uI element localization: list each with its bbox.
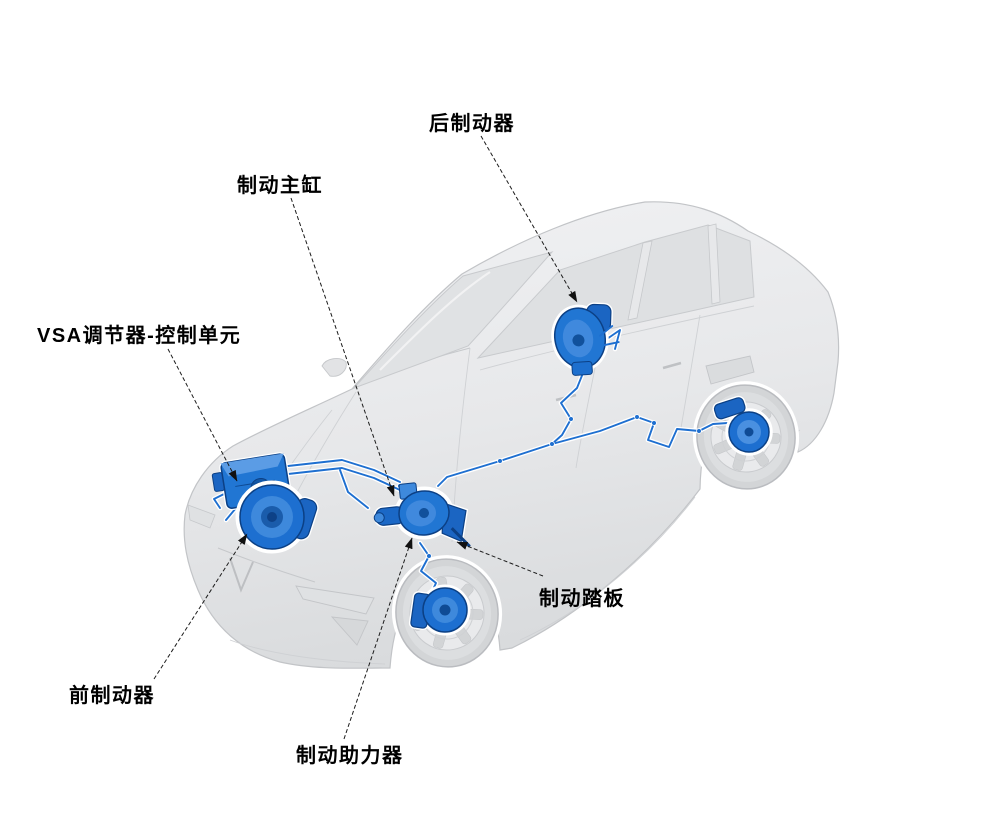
left-headlight [187,504,216,529]
front-brake-component [235,480,319,554]
headlight [295,585,375,615]
leader-front-brake [153,533,248,680]
label-vsa-modulator-control-unit: VSA调节器-控制单元 [37,325,242,347]
label-master-cylinder: 制动主缸 [237,175,323,197]
pipe-joints [397,414,702,559]
b-pillar [627,240,653,321]
label-front-brake: 前制动器 [69,685,155,707]
glasshouse [321,223,755,389]
taillight [705,355,755,385]
label-brake-booster: 制动助力器 [296,745,404,767]
leader-lines [153,135,578,740]
rear-brake-component [551,302,620,376]
rear-brake-disc [712,395,773,456]
rear-caliper-right [713,397,746,420]
c-pillar [707,223,721,305]
windshield [353,251,554,389]
label-rear-brake: 后制动器 [429,113,515,135]
leader-vsa-modulator [167,348,238,482]
leader-brake-pedal [456,541,544,577]
grille-emblem [229,557,254,593]
door-mirror [321,358,347,377]
front-brake-disc [408,584,471,636]
leader-master-cylinder [290,197,395,497]
rear-brake-bracket [571,360,593,376]
label-brake-pedal: 制动踏板 [539,588,625,610]
bumper-intake [330,616,369,646]
leader-brake-booster [343,537,413,740]
master-cylinder-booster-component [373,482,471,548]
front-fascia [187,504,386,665]
side-windows [476,224,755,359]
